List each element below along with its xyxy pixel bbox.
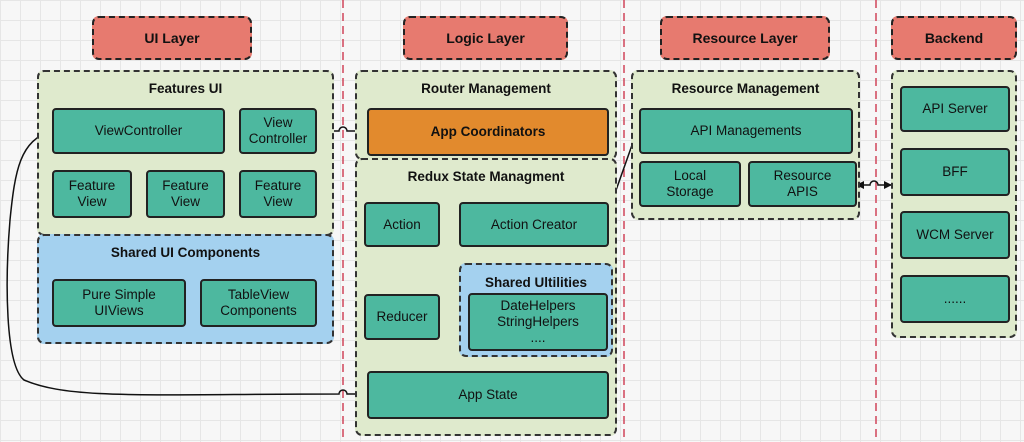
wcm-server-node: WCM Server bbox=[900, 211, 1010, 259]
feature-view-node-3: Feature View bbox=[239, 170, 317, 218]
resource-apis-node: Resource APIS bbox=[748, 161, 857, 207]
action-node: Action bbox=[364, 202, 440, 247]
local-storage-node: Local Storage bbox=[639, 161, 741, 207]
backend-layer-header: Backend bbox=[891, 16, 1017, 60]
app-state-node: App State bbox=[367, 371, 609, 419]
arrow-appstate-to-viewcontroller bbox=[6, 129, 367, 396]
more-backend-node: ...... bbox=[900, 275, 1010, 323]
arrow-resourceapis-backend bbox=[856, 180, 892, 189]
logic-layer-header: Logic Layer bbox=[403, 16, 568, 60]
view-controller-node: ViewController bbox=[52, 108, 225, 154]
arrow-viewcontroller-to-coordinators bbox=[317, 126, 368, 135]
helpers-node: DateHelpers StringHelpers .... bbox=[468, 293, 608, 351]
reducer-node: Reducer bbox=[364, 294, 440, 340]
pure-simple-uiviews-node: Pure Simple UIViews bbox=[52, 279, 186, 327]
ui-layer-header: UI Layer bbox=[92, 16, 252, 60]
tableview-components-node: TableView Components bbox=[200, 279, 317, 327]
view-controller-node-2: View Controller bbox=[239, 108, 317, 154]
app-coordinators-node: App Coordinators bbox=[367, 108, 609, 156]
feature-view-node-1: Feature View bbox=[52, 170, 132, 218]
api-managements-node: API Managements bbox=[639, 108, 853, 154]
bff-node: BFF bbox=[900, 148, 1010, 196]
feature-view-node-2: Feature View bbox=[146, 170, 225, 218]
api-server-node: API Server bbox=[900, 86, 1010, 132]
resource-layer-header: Resource Layer bbox=[660, 16, 830, 60]
action-creator-node: Action Creator bbox=[459, 202, 609, 247]
